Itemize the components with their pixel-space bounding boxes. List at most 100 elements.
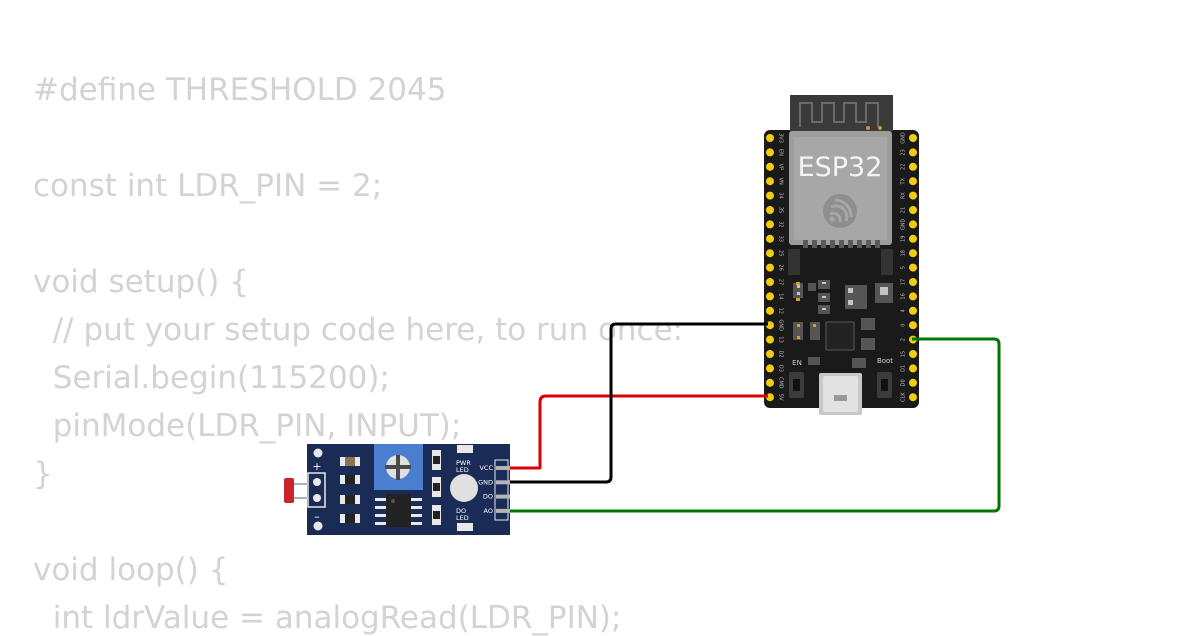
code-line: } <box>33 456 53 492</box>
esp32-pin-label: 13 <box>778 336 784 342</box>
esp32-label: ESP32 <box>798 152 883 183</box>
esp32-pin[interactable] <box>766 162 774 171</box>
esp32-pin-label: 35 <box>778 207 784 213</box>
esp32-pin[interactable] <box>909 321 917 330</box>
esp32-pin[interactable] <box>766 191 774 200</box>
ldr-pin[interactable] <box>496 466 510 470</box>
esp32-pin[interactable] <box>909 220 917 229</box>
esp32-pin-label: GND <box>778 319 784 331</box>
esp32-pin[interactable] <box>766 148 774 157</box>
esp32-pin[interactable] <box>909 148 917 157</box>
esp32-pin-label: GND <box>901 219 907 231</box>
esp32-pin[interactable] <box>909 378 917 387</box>
esp32-pin[interactable] <box>766 292 774 301</box>
esp32-pin[interactable] <box>766 177 774 186</box>
esp32-pin[interactable] <box>909 306 917 315</box>
esp32-pin[interactable] <box>909 292 917 301</box>
ldr-pin[interactable] <box>496 508 510 513</box>
ldr-pin-label: DO <box>483 493 493 501</box>
esp32-pin-label: VN <box>778 178 784 185</box>
esp32-pin[interactable] <box>766 206 774 214</box>
esp32-pin-label: CMD <box>778 377 784 389</box>
ldr-pin-label: VCC <box>479 464 493 472</box>
esp32-pin-label: 27 <box>778 279 784 285</box>
esp32-pin-label: 12 <box>778 308 784 314</box>
comparator-chip <box>386 494 411 527</box>
esp32-pin-label: 21 <box>901 207 907 213</box>
esp32-pin-label: 5V <box>778 394 784 401</box>
plus-label: + <box>312 460 321 473</box>
esp32-pin[interactable] <box>909 350 917 358</box>
esp32-pin-label: 25 <box>778 250 784 256</box>
esp32-pin-label: 5 <box>901 266 907 269</box>
code-line: #define THRESHOLD 2045 <box>33 72 447 108</box>
esp32-pin[interactable] <box>766 350 774 358</box>
ldr-sensor-module[interactable]: + – <box>284 444 510 535</box>
esp32-pin-label: RX <box>901 192 907 199</box>
esp32-pin[interactable] <box>909 249 917 258</box>
boot-label: Boot <box>877 357 893 365</box>
ldr-pin[interactable] <box>496 480 510 485</box>
esp32-pin-label: EN <box>778 149 784 156</box>
esp32-pin[interactable] <box>766 234 774 243</box>
wires <box>510 322 1001 513</box>
do-led <box>457 523 473 531</box>
esp32-pin-label: 2 <box>901 338 907 341</box>
esp32-pin[interactable] <box>909 234 917 243</box>
ldr-pin-label: AO <box>484 507 493 515</box>
esp32-pin[interactable] <box>909 162 917 171</box>
esp32-pin[interactable] <box>766 220 774 229</box>
en-label: EN <box>792 359 802 367</box>
esp32-pin-label: D1 <box>901 365 907 372</box>
esp32-pin-label: 22 <box>901 164 907 170</box>
esp32-pin[interactable] <box>766 306 774 315</box>
esp32-pin-label: D3 <box>778 365 784 372</box>
esp32-pin[interactable] <box>909 191 917 200</box>
code-line: pinMode(LDR_PIN, INPUT); <box>33 408 462 444</box>
code-line: const int LDR_PIN = 2; <box>33 168 383 204</box>
esp32-pin-label: 23 <box>901 149 907 155</box>
esp32-pin[interactable] <box>909 278 917 286</box>
wire-gnd-gnd[interactable] <box>510 322 768 484</box>
esp32-pin[interactable] <box>766 263 774 272</box>
esp32-pin-label: 18 <box>901 250 907 256</box>
code-line: void loop() { <box>33 552 229 588</box>
esp32-pin-label: 16 <box>901 293 907 299</box>
esp32-pin-label: 19 <box>901 236 907 242</box>
esp32-pin[interactable] <box>766 249 774 258</box>
esp32-pin-label: 34 <box>778 192 784 198</box>
code-line: // put your setup code here, to run once… <box>33 312 684 348</box>
esp32-pin-label: VP <box>778 164 784 170</box>
potentiometer[interactable] <box>374 444 423 490</box>
espressif-logo <box>823 194 857 228</box>
esp32-pin-label: D2 <box>778 350 784 357</box>
esp32-pin[interactable] <box>909 393 917 402</box>
esp32-pin[interactable] <box>909 263 917 272</box>
esp32-pin-label: D0 <box>901 379 907 386</box>
pwr-led <box>457 445 473 453</box>
esp32-pin[interactable] <box>909 364 917 373</box>
esp32-pin[interactable] <box>766 378 774 387</box>
esp32-pin-label: 3V3 <box>778 133 784 143</box>
esp32-pin[interactable] <box>909 177 917 186</box>
code-line: Serial.begin(115200); <box>33 360 390 396</box>
wifi-antenna <box>790 95 893 131</box>
code-line: void setup() { <box>33 264 249 300</box>
esp32-pin[interactable] <box>766 364 774 373</box>
ldr-pin[interactable] <box>496 494 510 499</box>
esp32-pin[interactable] <box>766 134 774 142</box>
esp32-pin[interactable] <box>766 335 774 344</box>
esp32-pin[interactable] <box>766 278 774 286</box>
wire-vcc-5v[interactable] <box>510 394 768 470</box>
minus-label: – <box>314 510 320 523</box>
esp32-pin-label: CLK <box>901 392 907 402</box>
esp32-pin[interactable] <box>909 134 917 142</box>
esp32-pin[interactable] <box>909 206 917 214</box>
esp32-board[interactable]: ESP32 <box>764 95 919 415</box>
wire-ao-gpio2[interactable] <box>510 337 1001 513</box>
resistors <box>340 457 360 523</box>
